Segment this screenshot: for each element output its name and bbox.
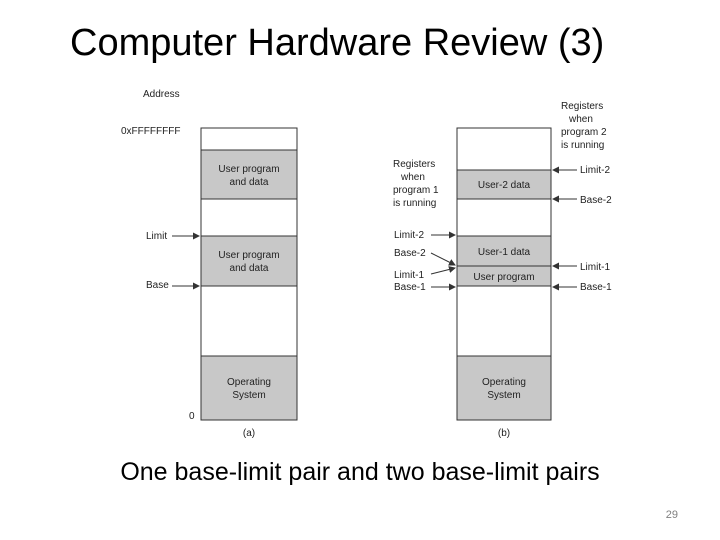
bottom-address: 0: [189, 411, 195, 422]
regs1-line2: when: [400, 172, 425, 183]
left-base1-label: Base-1: [394, 282, 426, 293]
memory-b-os: [456, 355, 552, 421]
address-header: Address: [143, 89, 180, 100]
user-program-label: User program: [473, 272, 534, 283]
diagram-b: User-2 data User-1 data User program Ope…: [393, 101, 612, 439]
left-limit1-label: Limit-1: [394, 270, 424, 281]
right-base1-label: Base-1: [580, 282, 612, 293]
block2-label-line1: User program: [218, 250, 279, 261]
regs2-line3: program 2: [561, 127, 607, 138]
slide-caption: One base-limit pair and two base-limit p…: [120, 458, 600, 486]
block1-label-line2: and data: [230, 177, 269, 188]
regs2-line1: Registers: [561, 101, 603, 112]
regs2-line4: is running: [561, 140, 604, 151]
right-limit2-label: Limit-2: [580, 165, 610, 176]
os-b-line1: Operating: [482, 377, 526, 388]
memory-a-block1: [200, 149, 298, 200]
user1-data-label: User-1 data: [478, 247, 531, 258]
diagram-b-label: (b): [498, 428, 510, 439]
diagram-a: Address 0xFFFFFFFF 0 Limit Base User pro…: [121, 89, 298, 439]
base-label: Base: [146, 280, 169, 291]
regs1-line3: program 1: [393, 185, 439, 196]
memory-b-user2: [456, 169, 552, 200]
regs1-line4: is running: [393, 198, 436, 209]
slide-title: Computer Hardware Review (3): [70, 22, 605, 64]
page-number: 29: [665, 509, 678, 521]
left-base2-label: Base-2: [394, 248, 426, 259]
left-base2-arrow: [430, 252, 456, 266]
memory-b-user1: [456, 235, 552, 287]
os-b-line2: System: [487, 390, 520, 401]
right-limit1-label: Limit-1: [580, 262, 610, 273]
top-address: 0xFFFFFFFF: [121, 126, 180, 137]
limit-label: Limit: [146, 231, 167, 242]
user2-data-label: User-2 data: [478, 180, 531, 191]
right-base2-label: Base-2: [580, 195, 612, 206]
regs1-line1: Registers: [393, 159, 435, 170]
memory-a-os: [200, 355, 298, 421]
left-limit2-label: Limit-2: [394, 230, 424, 241]
os-a-line1: Operating: [227, 377, 271, 388]
os-a-line2: System: [232, 390, 265, 401]
diagram-a-label: (a): [243, 428, 255, 439]
block1-label-line1: User program: [218, 164, 279, 175]
block2-label-line2: and data: [230, 263, 269, 274]
regs2-line2: when: [568, 114, 593, 125]
memory-a-block2: [200, 235, 298, 287]
left-limit1-arrow: [430, 266, 456, 275]
